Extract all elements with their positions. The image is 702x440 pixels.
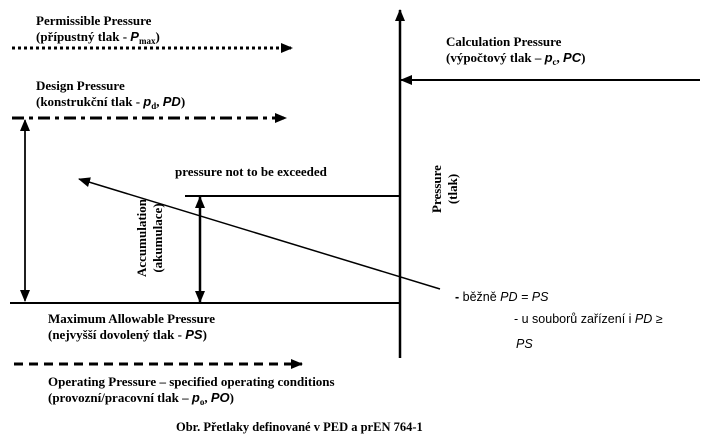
operating-sep: , xyxy=(204,390,211,405)
design-sep: , xyxy=(156,94,163,109)
design-abbr: PD xyxy=(162,94,181,109)
design-symbol: p xyxy=(143,94,152,109)
calculation-close: ) xyxy=(581,50,586,65)
permissible-close: ) xyxy=(155,29,160,44)
design-pressure-czech: (konstrukční tlak - pd, PD) xyxy=(36,94,186,111)
calculation-sep: , xyxy=(556,50,564,65)
mawp-czech-text: (nejvyšší dovolený tlak - xyxy=(48,327,186,342)
permissible-pressure-czech: (přípustný tlak - Pmax) xyxy=(36,29,160,46)
design-close: ) xyxy=(180,94,186,109)
mawp-abbr: PS xyxy=(185,327,203,342)
note-line1-expr: PD = PS xyxy=(500,290,549,304)
accumulation-line2: (akumulace) xyxy=(150,203,165,273)
note-line2-text: - u souborů zařízení i xyxy=(514,312,635,326)
calculation-pressure-czech: (výpočtový tlak – pc, PC) xyxy=(446,50,586,67)
note-line1-text: běžně xyxy=(462,290,501,304)
note-line-2: - u souborů zařízení i PD ≥ xyxy=(514,311,663,327)
note-line2-expr: PD xyxy=(634,312,653,326)
design-czech-text: (konstrukční tlak - xyxy=(36,94,144,109)
operating-pressure-title: Operating Pressure – specified operating… xyxy=(48,374,335,389)
operating-symbol: p xyxy=(191,390,200,405)
permissible-czech-text: (přípustný tlak - xyxy=(36,29,131,44)
pressure-axis-label: Pressure (tlak) xyxy=(429,154,461,224)
calculation-sub: c xyxy=(552,57,557,67)
not-exceeded-label: pressure not to be exceeded xyxy=(175,164,327,179)
pressure-axis-line2: (tlak) xyxy=(445,173,460,205)
permissible-sub: max xyxy=(138,36,156,46)
note-line-3: PS xyxy=(516,336,533,352)
pressure-axis-line1: Pressure xyxy=(429,165,444,213)
design-pressure-title: Design Pressure xyxy=(36,78,125,93)
note-pointer-arrow xyxy=(78,177,441,290)
design-sub: d xyxy=(151,101,157,111)
calculation-czech-text: (výpočtový tlak – xyxy=(446,50,545,65)
operating-abbr: PO xyxy=(210,390,230,405)
operating-sub: o xyxy=(199,397,205,407)
calculation-pressure-title: Calculation Pressure xyxy=(446,34,562,49)
calculation-symbol: p xyxy=(544,50,553,65)
note-line-1: - běžně PD = PS xyxy=(455,289,548,305)
note-line3-expr: PS xyxy=(516,337,533,351)
operating-close: ) xyxy=(229,390,234,405)
accumulation-line1: Accumulation xyxy=(134,199,149,277)
mawp-close: ) xyxy=(202,327,207,342)
operating-czech-text: (provozní/pracovní tlak – xyxy=(48,390,192,405)
note-line2-sym: ≥ xyxy=(652,312,663,326)
permissible-pressure-title: Permissible Pressure xyxy=(36,13,152,28)
figure-caption: Obr. Přetlaky definované v PED a prEN 76… xyxy=(176,420,423,434)
mawp-czech: (nejvyšší dovolený tlak - PS) xyxy=(48,327,207,343)
mawp-title: Maximum Allowable Pressure xyxy=(48,311,216,326)
operating-pressure-czech: (provozní/pracovní tlak – po, PO) xyxy=(48,390,234,407)
permissible-symbol: P xyxy=(130,29,139,44)
note-bullet: - xyxy=(455,290,463,304)
accumulation-label: Accumulation (akumulace) xyxy=(134,186,166,290)
calculation-abbr: PC xyxy=(563,50,582,65)
